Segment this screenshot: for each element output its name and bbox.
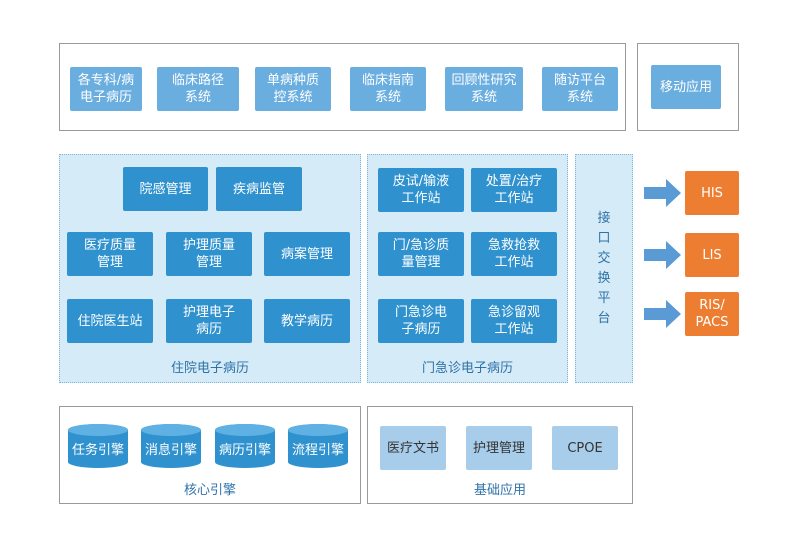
database-icon xyxy=(288,424,348,468)
app-specialty-emr[interactable]: 各专科/病 电子病历 xyxy=(70,67,142,111)
basic-cpoe[interactable]: CPOE xyxy=(552,426,618,470)
basic-medical-documents[interactable]: 医疗文书 xyxy=(380,426,446,470)
app-followup-platform[interactable]: 随访平台 系统 xyxy=(542,67,618,111)
cylinder-task-engine[interactable]: 任务引擎 xyxy=(68,424,128,468)
interface-exchange-label: 接 口 交 换 平 台 xyxy=(575,154,633,383)
arrow-right-icon xyxy=(644,241,681,269)
arrow-right-icon xyxy=(644,300,681,328)
cylinder-workflow-engine[interactable]: 流程引擎 xyxy=(288,424,348,468)
interface-char: 接 xyxy=(597,210,611,226)
tile-nursing-quality[interactable]: 护理质量 管理 xyxy=(166,232,252,276)
tile-teaching-records[interactable]: 教学病历 xyxy=(264,299,350,343)
tile-case-management[interactable]: 病案管理 xyxy=(264,232,350,276)
interface-exchange-platform xyxy=(575,154,633,383)
cylinder-label: 消息引擎 xyxy=(144,443,197,458)
cylinder-label: 病历引擎 xyxy=(218,443,271,458)
emergency-caption: 门急诊电子病历 xyxy=(421,361,513,376)
tile-inpatient-doctor-station[interactable]: 住院医生站 xyxy=(67,299,153,343)
external-ris-pacs[interactable]: RIS/ PACS xyxy=(685,292,739,336)
tile-nursing-emr[interactable]: 护理电子 病历 xyxy=(166,299,252,343)
tile-rescue-station[interactable]: 急救抢救 工作站 xyxy=(471,232,557,276)
external-lis[interactable]: LIS xyxy=(685,233,739,277)
database-icon xyxy=(141,424,201,468)
app-clinical-pathway[interactable]: 临床路径 系统 xyxy=(157,67,239,111)
tile-observation-station[interactable]: 急诊留观 工作站 xyxy=(471,299,557,343)
database-icon xyxy=(215,424,275,468)
tile-infection-management[interactable]: 院感管理 xyxy=(123,167,208,211)
cylinder-message-engine[interactable]: 消息引擎 xyxy=(141,424,201,468)
cylinder-record-engine[interactable]: 病历引擎 xyxy=(215,424,275,468)
app-single-disease-qc[interactable]: 单病种质 控系统 xyxy=(255,67,331,111)
tile-treatment-station[interactable]: 处置/治疗 工作站 xyxy=(471,168,557,212)
cylinder-label: 流程引擎 xyxy=(291,443,344,458)
core-engine-caption: 核心引擎 xyxy=(183,483,236,498)
basic-apps-caption: 基础应用 xyxy=(473,483,526,498)
database-icon xyxy=(68,424,128,468)
tile-emergency-quality[interactable]: 门/急诊质 量管理 xyxy=(378,232,464,276)
interface-char: 交 xyxy=(597,250,611,266)
app-mobile[interactable]: 移动应用 xyxy=(651,65,721,109)
app-clinical-guideline[interactable]: 临床指南 系统 xyxy=(350,67,426,111)
cylinder-label: 任务引擎 xyxy=(71,443,124,458)
interface-char: 平 xyxy=(597,290,611,306)
interface-char: 口 xyxy=(597,230,611,246)
interface-char: 换 xyxy=(597,270,611,286)
tile-disease-supervision[interactable]: 疾病监管 xyxy=(216,167,302,211)
external-his[interactable]: HIS xyxy=(685,171,739,215)
inpatient-caption: 住院电子病历 xyxy=(170,361,249,376)
top-applications-frame xyxy=(59,43,626,131)
arrow-right-icon xyxy=(644,179,681,207)
basic-nursing-management[interactable]: 护理管理 xyxy=(466,426,532,470)
app-retrospective-research[interactable]: 回顾性研究 系统 xyxy=(445,67,523,111)
tile-skin-test-infusion[interactable]: 皮试/输液 工作站 xyxy=(378,168,464,212)
interface-char: 台 xyxy=(597,310,611,326)
tile-outpatient-emr[interactable]: 门急诊电 子病历 xyxy=(378,299,464,343)
tile-medical-quality[interactable]: 医疗质量 管理 xyxy=(67,232,153,276)
